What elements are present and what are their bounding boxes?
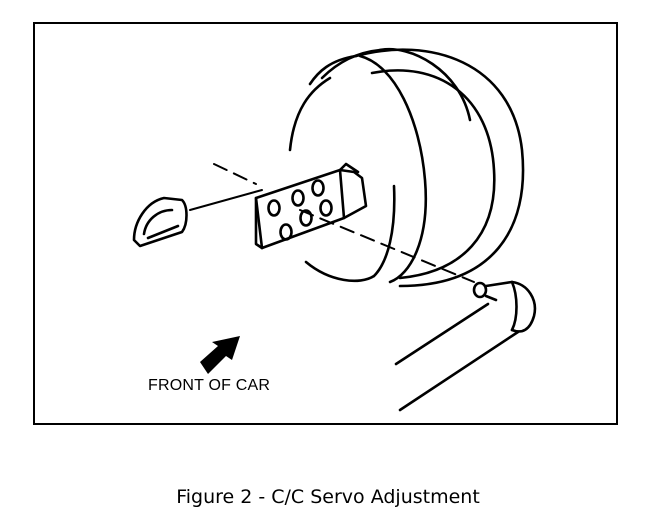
- front-of-car-label: FRONT OF CAR: [148, 377, 271, 394]
- figure-caption: Figure 2 - C/C Servo Adjustment: [176, 486, 480, 508]
- cable-end-fitting: [472, 280, 537, 333]
- cable-housing: [394, 302, 520, 412]
- guide-line-cable: [299, 209, 475, 283]
- mounting-bracket: [254, 162, 368, 250]
- guide-line-clip: [189, 189, 263, 211]
- retainer-clip: [132, 196, 188, 248]
- servo-canister: [288, 47, 525, 288]
- arrow-icon: [200, 336, 240, 374]
- guide-line-dashed: [213, 163, 257, 185]
